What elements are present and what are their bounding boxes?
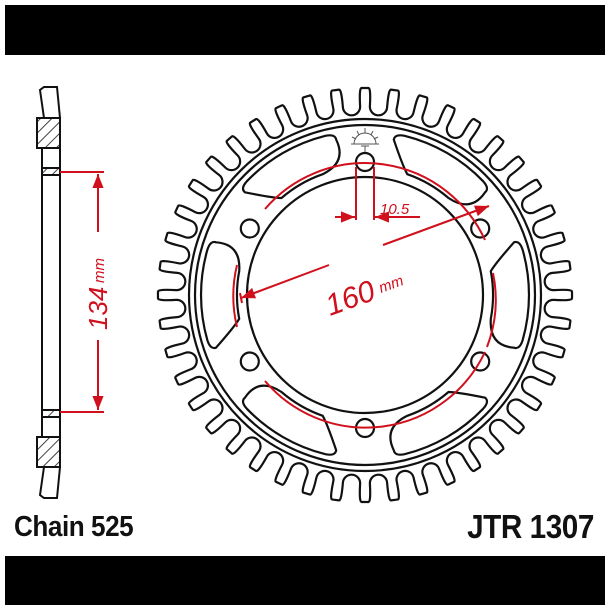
bolt-hole — [239, 351, 260, 372]
sprocket-face — [156, 86, 574, 504]
part-number: JTR 1307 — [467, 508, 594, 545]
lightening-window — [489, 240, 531, 350]
sprocket-teeth — [156, 86, 574, 504]
lightening-window — [389, 390, 489, 456]
height-dim-unit: mm — [91, 258, 108, 283]
header-bar — [5, 5, 605, 55]
bolt-hole — [470, 218, 491, 239]
height-dim-value: 134 — [83, 287, 113, 330]
footer-bar — [5, 556, 605, 605]
logo-icon — [351, 128, 379, 152]
lightening-windows — [199, 134, 531, 456]
chain-label: Chain 525 — [14, 511, 134, 543]
lightening-window — [241, 384, 338, 456]
lightening-window — [241, 134, 341, 200]
bolt-hole — [239, 218, 260, 239]
height-dimension — [60, 171, 104, 413]
side-profile — [36, 86, 62, 499]
bolt-hole — [354, 151, 376, 173]
bolt-circle-dimension — [232, 162, 497, 429]
lightening-window — [392, 134, 489, 206]
bolt-circle-unit: mm — [377, 272, 406, 297]
bolt-hole — [470, 351, 491, 372]
bolt-circle-value: 160 — [321, 274, 380, 322]
bolt-hole-value: 10.5 — [380, 201, 410, 218]
lightening-window — [199, 240, 241, 350]
